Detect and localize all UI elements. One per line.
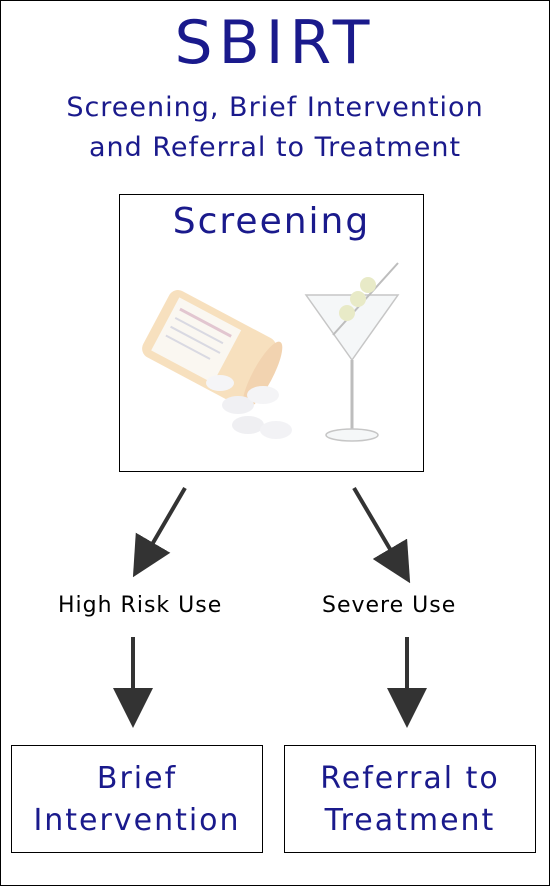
referral-to-treatment-box: Referral to Treatment <box>284 745 536 853</box>
referral-line-1: Referral to <box>320 761 500 796</box>
referral-line-2: Treatment <box>324 803 496 838</box>
high-risk-use-label: High Risk Use <box>58 593 223 618</box>
subtitle-line-1: Screening, Brief Intervention <box>66 92 484 123</box>
arrow-to-severe <box>352 486 411 584</box>
subtitle-line-2: and Referral to Treatment <box>88 132 462 163</box>
brief-line-2: Intervention <box>33 803 241 838</box>
screening-box: Screening <box>119 194 424 472</box>
brief-line-1: Brief <box>96 761 178 796</box>
brief-intervention-box: Brief Intervention <box>11 745 263 853</box>
martini-glass-icon <box>304 262 400 442</box>
screening-title: Screening <box>172 201 371 242</box>
screening-illustration <box>142 262 400 442</box>
arrow-to-high-risk <box>132 486 187 578</box>
page-title: SBIRT <box>174 8 376 78</box>
pill-bottle-icon <box>142 290 292 439</box>
severe-use-label: Severe Use <box>322 593 457 618</box>
